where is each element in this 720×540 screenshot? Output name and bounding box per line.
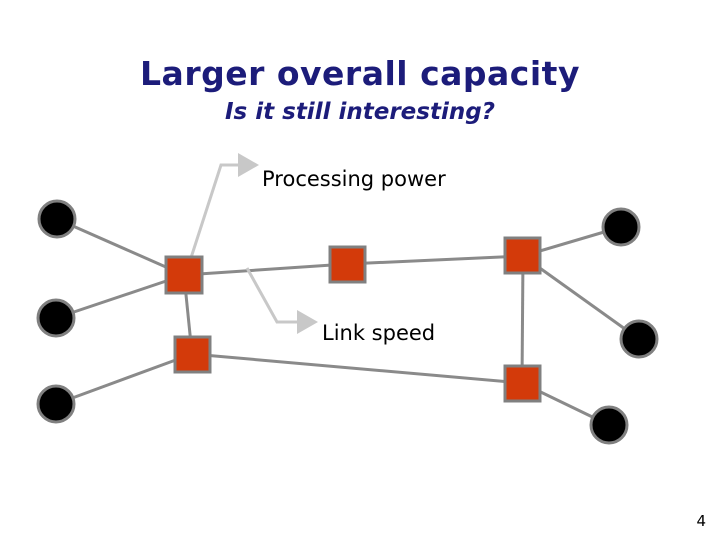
router-left-lower — [173, 335, 212, 374]
slide-title: Larger overall capacity — [140, 54, 580, 93]
router-left-upper — [164, 255, 204, 295]
callouts — [187, 153, 318, 334]
routers — [164, 236, 542, 403]
slide-subtitle: Is it still interesting? — [224, 99, 496, 125]
router-right-upper — [503, 236, 542, 275]
link-host-left-middle-to-router-left-upper — [55, 273, 185, 320]
link-router-right-upper-to-host-right-middle — [522, 254, 640, 341]
page-number: 4 — [696, 512, 706, 530]
host-right-bottom — [589, 405, 629, 445]
callout-link-speed-arrow — [245, 267, 318, 334]
processing-power-label: Processing power — [262, 167, 446, 191]
host-right-middle — [619, 319, 659, 359]
host-left-bottom — [36, 384, 76, 424]
link-host-left-bottom-to-router-left-lower — [55, 352, 193, 406]
link-router-left-lower-to-router-right-lower — [191, 352, 523, 385]
callout-processing-power-arrow — [187, 153, 259, 265]
host-left-top — [37, 199, 77, 239]
host-left-middle — [36, 298, 76, 338]
link-router-right-upper-to-router-right-lower — [520, 255, 525, 384]
hosts — [36, 199, 659, 445]
link-router-center-to-router-right-upper — [346, 254, 524, 266]
router-right-lower — [503, 364, 542, 403]
link-host-left-top-to-router-left-upper — [56, 217, 185, 277]
link-router-left-upper-to-router-center — [183, 262, 348, 277]
router-center — [328, 245, 367, 284]
link-speed-label: Link speed — [322, 321, 436, 345]
host-right-top — [601, 207, 641, 247]
